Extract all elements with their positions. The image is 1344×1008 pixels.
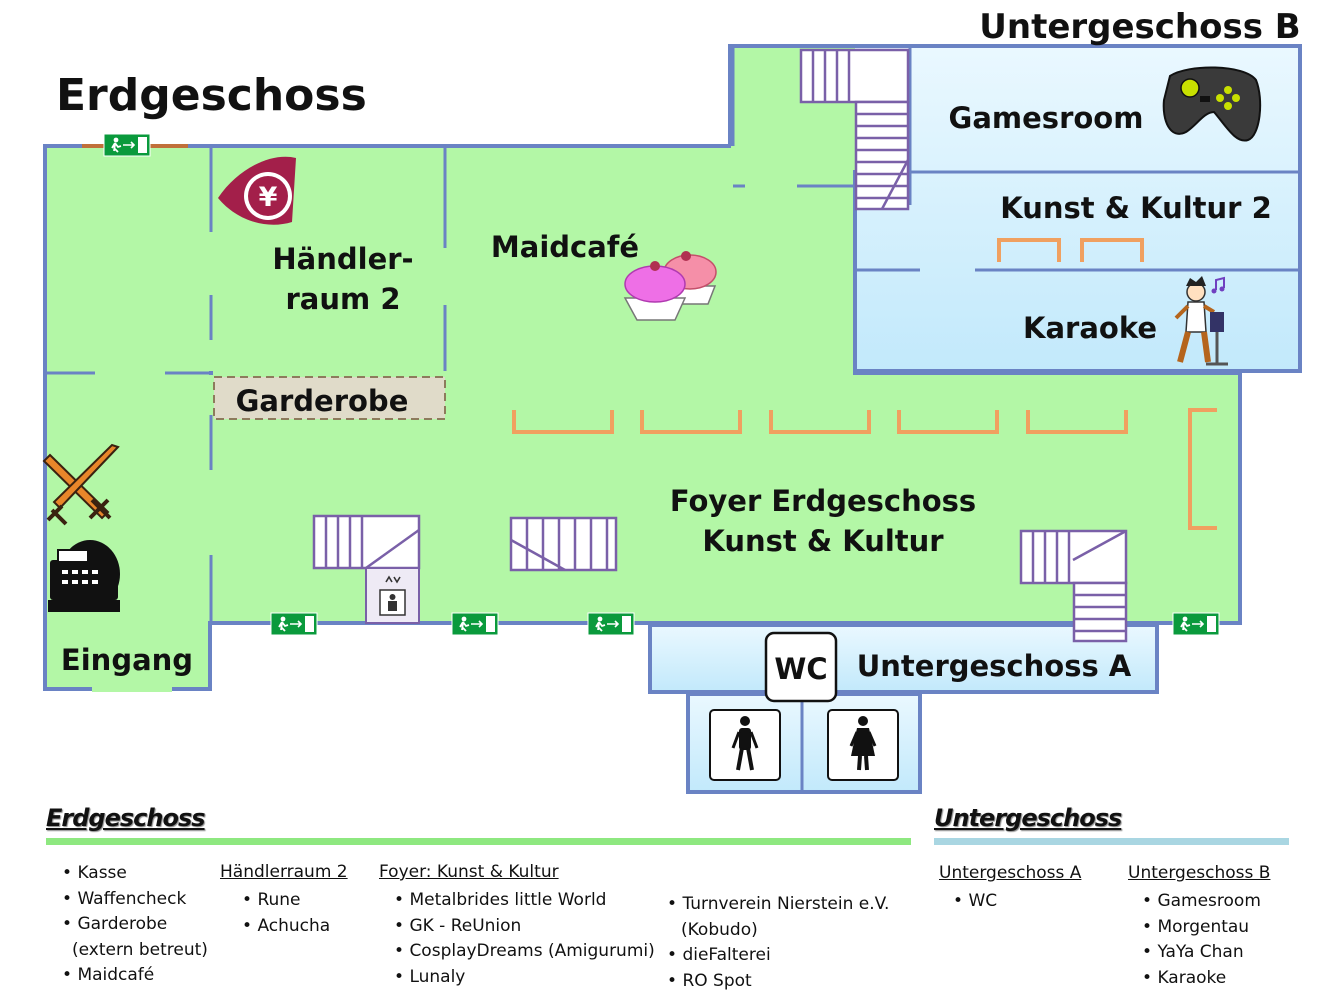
exit-sign-icon: [587, 612, 635, 636]
ground-floor-area: [43, 46, 1242, 692]
legend-untergeschoss-b: Untergeschoss B Gamesroom Morgentau YaYa…: [1128, 863, 1270, 991]
list-item: Maidcafé: [62, 963, 208, 989]
garderobe-label: Garderobe: [236, 384, 409, 418]
legend-erdgeschoss-col1: Kasse Waffencheck Garderobe (extern betr…: [62, 861, 208, 989]
foyer-label-line1: Foyer Erdgeschoss: [670, 484, 976, 518]
gamepad-icon: [1162, 66, 1262, 142]
basement-b-title: Untergeschoss B: [979, 7, 1300, 47]
wc-label: WC: [774, 652, 827, 686]
legend-untergeschoss-a: Untergeschoss A WC: [939, 863, 1081, 915]
list-item: CosplayDreams (Amigurumi): [394, 939, 654, 965]
list-item: Rune: [242, 888, 348, 914]
legend-erdgeschoss-title: Erdgeschoss: [46, 804, 206, 832]
list-item: Gamesroom: [1142, 889, 1270, 915]
list-item: Karaoke: [1142, 966, 1270, 992]
cupcake-icon: [623, 251, 717, 321]
legend-haendlerraum: Händlerraum 2 Rune Achucha: [220, 862, 348, 939]
legend-haendlerraum-heading: Händlerraum 2: [220, 862, 348, 882]
list-item: Lunaly: [394, 965, 655, 991]
svg-text:¥: ¥: [259, 182, 278, 213]
swords-icon: [42, 443, 120, 526]
kuk2-tables: [997, 238, 1144, 262]
haendlerraum-label-line2: raum 2: [285, 282, 400, 316]
maidcafe-label: Maidcafé: [491, 230, 639, 264]
list-item: Achucha: [242, 914, 348, 940]
legend-untergeschoss-a-heading: Untergeschoss A: [939, 863, 1082, 883]
woman-icon: [827, 709, 899, 781]
kunst-kultur-2-label: Kunst & Kultur 2: [1000, 191, 1272, 225]
yen-icon: ¥: [218, 156, 296, 225]
list-item: RO Spot: [667, 969, 889, 995]
untergeschoss-a-label: Untergeschoss A: [857, 649, 1132, 683]
list-item: WC: [953, 889, 1081, 915]
list-item: Waffencheck: [62, 887, 208, 913]
legend-untergeschoss-bar: [934, 838, 1289, 845]
exit-sign-icon: [270, 612, 318, 636]
list-item: Kasse: [62, 861, 208, 887]
legend-foyer-col2: Turnverein Nierstein e.V. (Kobudo) dieFa…: [667, 892, 889, 994]
list-item: Metalbrides little World: [394, 888, 655, 914]
legend-untergeschoss-title: Untergeschoss: [934, 804, 1122, 832]
floor-plan: ¥ WC: [42, 7, 1302, 794]
list-item: GK - ReUnion: [394, 914, 655, 940]
legend-erdgeschoss-bar: [46, 838, 911, 845]
haendlerraum-label-line1: Händler-: [272, 242, 413, 276]
list-item: dieFalterei: [667, 943, 889, 969]
garderobe-area: [213, 376, 446, 420]
legend-foyer: Foyer: Kunst & Kultur Metalbrides little…: [379, 862, 655, 990]
legend-foyer-heading: Foyer: Kunst & Kultur: [379, 862, 559, 882]
foyer-label-line2: Kunst & Kultur: [702, 524, 944, 558]
list-item: YaYa Chan: [1142, 940, 1270, 966]
man-icon: [709, 709, 781, 781]
singer-icon: [1174, 276, 1228, 366]
interior-walls: [47, 48, 855, 622]
eingang-label: Eingang: [61, 643, 193, 677]
cash-register-icon: [48, 540, 120, 612]
ground-floor-title: Erdgeschoss: [56, 70, 367, 121]
list-item: Morgentau: [1142, 915, 1270, 941]
list-item: (Kobudo): [681, 919, 758, 940]
foyer-tables: [512, 408, 1217, 530]
list-item: Garderobe: [62, 912, 208, 938]
elevator-icon: [365, 567, 420, 624]
wc-sign: [764, 631, 838, 703]
list-item: (extern betreut): [72, 939, 208, 960]
exit-sign-icon: [103, 133, 151, 157]
legend-untergeschoss-b-heading: Untergeschoss B: [1128, 863, 1271, 883]
list-item: Turnverein Nierstein e.V.: [667, 892, 889, 918]
karaoke-label: Karaoke: [1023, 311, 1157, 345]
stairs: [312, 48, 1128, 643]
exit-sign-icon: [451, 612, 499, 636]
exit-sign-icon: [1172, 612, 1220, 636]
gamesroom-label: Gamesroom: [949, 101, 1144, 135]
